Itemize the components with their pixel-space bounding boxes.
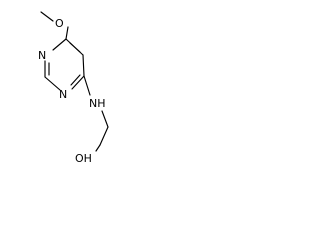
ring-bond-n1-c6 [52,38,67,51]
atom-label-methoxy-oxygen: O [55,17,64,30]
bond-oxygen-ring-carbon [65,26,69,40]
ring-bond-c5-c5-inner [69,42,81,53]
bond-ring-amine [83,75,91,96]
bond-methyl-oxygen [40,11,54,22]
ring-bond-c4-n3-inner [70,74,81,86]
bond-ch2-ch2 [99,126,109,146]
atom-label-hydroxyl: OH [75,152,92,165]
ring-bond-c5-c4 [82,54,85,77]
atom-label-amine: NH [89,97,106,110]
bond-amine-ch2 [101,110,109,128]
ring-bond-c4-n3 [71,75,85,90]
ring-bond-n3-c2 [44,76,61,91]
bond-ch2-hydroxyl [95,144,101,152]
atom-label-ring-nitrogen-bottom: N [59,88,67,101]
chemical-structure-diagram: O N N NH OH [38,11,109,165]
atom-label-ring-nitrogen-top: N [38,49,46,62]
